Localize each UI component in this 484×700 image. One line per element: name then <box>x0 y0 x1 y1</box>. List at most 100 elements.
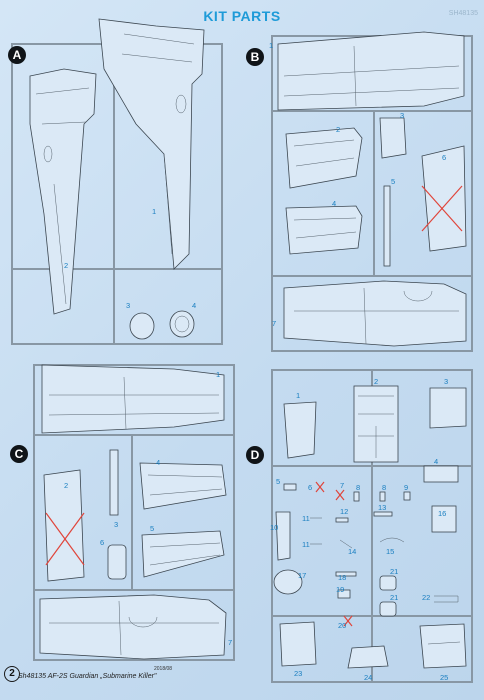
sprue-b-part-2-detail <box>293 139 355 167</box>
sprue-d-label-1: 1 <box>296 391 300 400</box>
sprue-b-part-2 <box>285 127 363 189</box>
sprue-d-cross-6 <box>315 481 325 493</box>
sprue-d-part-21 <box>379 575 397 591</box>
sprue-c-part-6 <box>107 544 127 580</box>
page-number: 2 <box>4 666 20 682</box>
sprue-d-label-22: 22 <box>422 593 430 602</box>
sprue-d-label-11: 11 <box>302 514 310 523</box>
sprue-d-part-23 <box>279 621 317 667</box>
sprue-b-label-4: 4 <box>332 199 336 208</box>
quadrant-badge-c: C <box>10 445 28 463</box>
sprue-d-part-2-detail <box>358 395 394 458</box>
sprue-a-label-4: 4 <box>192 301 196 310</box>
sprue-d-part-12 <box>335 517 349 523</box>
sprue-d-part-21b <box>379 601 397 617</box>
sprue-a-part-2 <box>29 68 97 315</box>
sprue-c-part-7 <box>39 594 227 660</box>
sprue-d-label-21b: 21 <box>390 593 398 602</box>
sprue-d-label-5: 5 <box>276 477 280 486</box>
sprue-c-label-2: 2 <box>64 481 68 490</box>
sprue-d-label-9: 9 <box>404 483 408 492</box>
page-title: KIT PARTS <box>203 8 281 24</box>
sprue-c-label-5: 5 <box>150 524 154 533</box>
sprue-d-label-11b: 11 <box>302 540 310 549</box>
sprue-d-part-4 <box>423 465 459 483</box>
sprue-d-part-19 <box>337 589 351 599</box>
sprue-b-part-7-detail <box>294 287 459 345</box>
sprue-b-part-7 <box>283 280 467 347</box>
sprue-d-part-9 <box>403 491 411 501</box>
sprue-d-label-16: 16 <box>438 509 446 518</box>
sprue-b-label-6: 6 <box>442 153 446 162</box>
sprue-a-label-3: 3 <box>126 301 130 310</box>
sprue-d-part-25-detail <box>427 641 461 645</box>
sprue-c-part-1 <box>41 364 225 434</box>
quadrant-badge-b: B <box>246 48 264 66</box>
sprue-b-label-5: 5 <box>391 177 395 186</box>
sprue-d-part-15 <box>379 537 405 543</box>
footer-date: 2018/08 <box>154 666 173 672</box>
sprue-a-part-2-detail <box>35 87 90 305</box>
sprue-d-diagram: 1 2 3 4 5 6 7 8 8 9 10 11 11 12 13 14 15… <box>270 369 473 683</box>
quadrant-badge-a: A <box>8 46 26 64</box>
sprue-d-part-22 <box>434 595 459 603</box>
sprue-d-label-2: 2 <box>374 377 378 386</box>
sprue-frame-d: 1 2 3 4 5 6 7 8 8 9 10 11 11 12 13 14 15… <box>244 366 480 686</box>
sprue-d-label-4: 4 <box>434 457 438 466</box>
sprue-d-part-24 <box>347 645 389 669</box>
sprue-c-part-4 <box>139 462 227 510</box>
sprue-frame-c: 1 2 3 4 5 6 7 C <box>4 355 240 665</box>
sprue-d-label-19: 19 <box>336 585 344 594</box>
sprue-frame-a: 1 2 3 4 A <box>4 14 234 349</box>
quadrant-badge-d: D <box>246 446 264 464</box>
sprue-d-label-8: 8 <box>356 483 360 492</box>
sprue-a-part-1-detail <box>121 33 195 255</box>
sprue-a-part-4-detail <box>174 315 190 333</box>
sprue-d-label-24: 24 <box>364 673 372 682</box>
sprue-b-part-3 <box>379 117 407 159</box>
sprue-d-part-14 <box>339 539 353 549</box>
sprue-b-label-1: 1 <box>269 41 273 50</box>
sprue-a-label-2: 2 <box>64 261 68 270</box>
sprue-a-part-1 <box>98 18 205 270</box>
sprue-frame-b: 1 2 3 4 5 6 7 B <box>244 26 480 356</box>
sprue-d-label-20: 20 <box>338 621 346 630</box>
sprue-d-part-5 <box>283 483 297 491</box>
sprue-d-label-25: 25 <box>440 673 448 682</box>
sprue-c-frame <box>33 364 235 661</box>
sprue-b-part-4 <box>285 205 363 255</box>
sprue-a-part-4 <box>169 310 195 338</box>
sprue-b-part-4-detail <box>293 217 357 239</box>
sprue-b-part-1-detail <box>283 45 460 107</box>
sprue-d-part-10 <box>275 511 291 561</box>
sprue-d-part-16 <box>431 505 457 533</box>
sprue-d-part-2 <box>353 385 399 463</box>
sprue-d-label-23: 23 <box>294 669 302 678</box>
sprue-c-label-7: 7 <box>228 638 232 647</box>
sprue-d-label-21: 21 <box>390 567 398 576</box>
sprue-b-label-2: 2 <box>336 125 340 134</box>
sprue-c-label-3: 3 <box>114 520 118 529</box>
sprue-c-part-3 <box>109 449 119 516</box>
sprue-d-part-17 <box>273 569 303 595</box>
sprue-c-part-5 <box>141 530 225 578</box>
sprue-a-diagram: 1 2 3 4 <box>11 18 223 345</box>
sprue-d-label-18: 18 <box>338 573 346 582</box>
sprue-b-part-6 <box>421 145 467 252</box>
sprue-d-part-8 <box>353 491 360 502</box>
sprue-c-label-4: 4 <box>156 458 160 467</box>
sprue-c-part-1-detail <box>48 376 220 430</box>
sprue-d-cross-20 <box>343 615 353 627</box>
sprue-d-part-18 <box>335 571 357 577</box>
sprue-d-label-3: 3 <box>444 377 448 386</box>
sprue-a-label-1: 1 <box>152 207 156 216</box>
sprue-d-label-17: 17 <box>298 571 306 580</box>
sprue-c-part-4-detail <box>147 474 223 496</box>
sprue-c-part-7-detail <box>49 600 219 656</box>
sprue-b-label-3: 3 <box>400 111 404 120</box>
sprue-d-label-14: 14 <box>348 547 356 556</box>
sprue-a-part-3 <box>129 312 155 340</box>
sprue-d-label-12: 12 <box>340 507 348 516</box>
sprue-d-label-13: 13 <box>378 503 386 512</box>
